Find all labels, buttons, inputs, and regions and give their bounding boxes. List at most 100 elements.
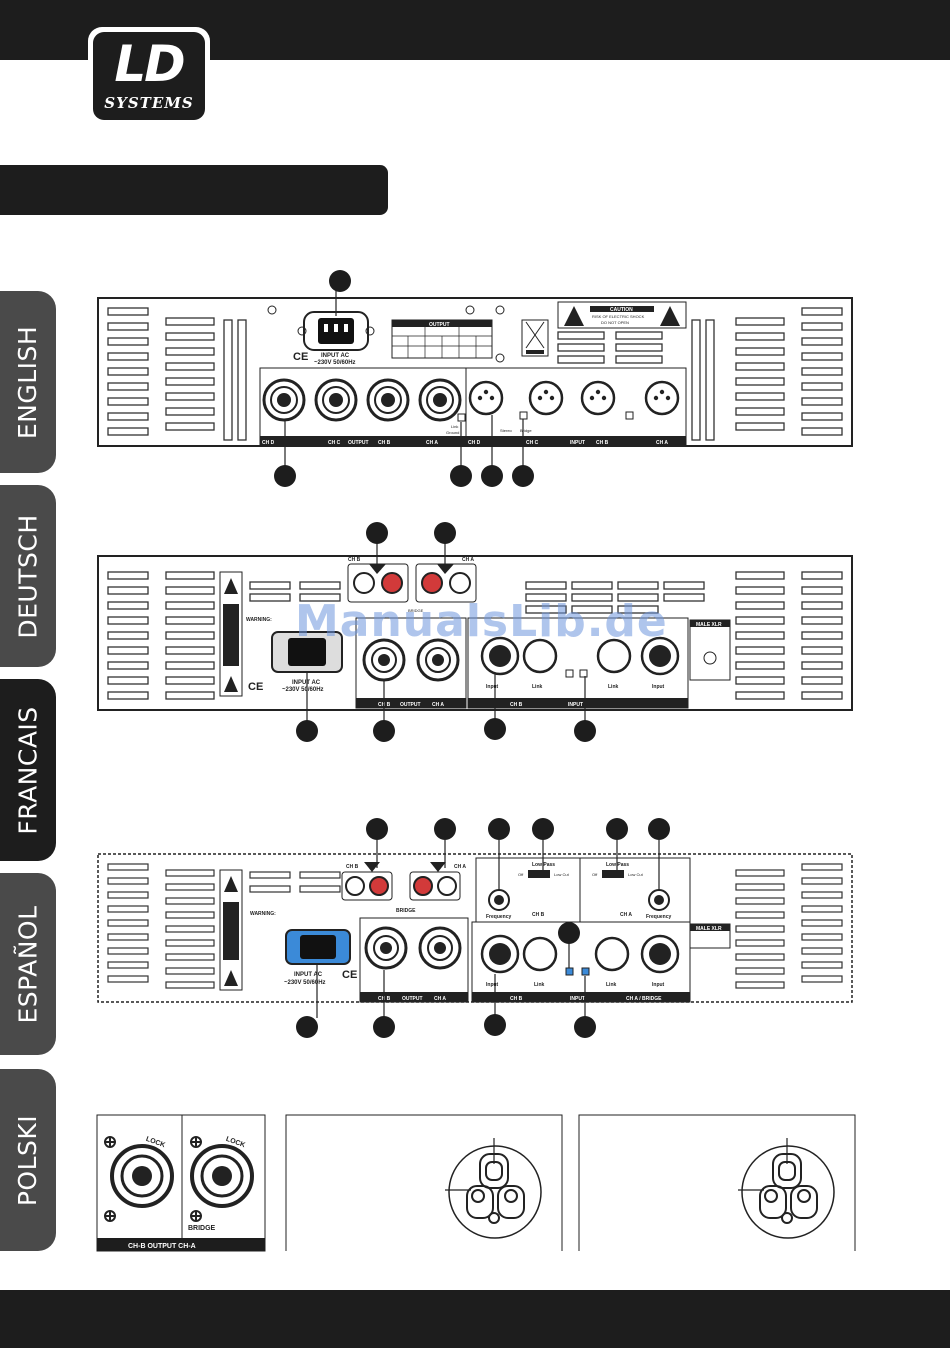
panel1-label-chd-in: CH D	[468, 440, 481, 446]
amp-rear-panel-2ch: WARNING: CH B CH A BRIDGE INPUT AC ~230V…	[97, 530, 853, 722]
callout-marker	[296, 1016, 318, 1038]
panel2-link-b: Link	[532, 684, 542, 690]
callout-marker	[574, 720, 596, 742]
panel1-switch-stereo: Stereo	[500, 428, 513, 433]
panel1-label-chb-out: CH B	[378, 440, 391, 446]
panel3-lowcut-a: Low Cut	[628, 872, 644, 877]
callout-marker	[648, 818, 670, 840]
bottom-bar	[0, 1290, 950, 1348]
callout-marker	[373, 720, 395, 742]
panel3-voltage: ~230V 50/60Hz	[284, 980, 326, 986]
detail-output-label: CH-B OUTPUT CH-A	[128, 1243, 196, 1250]
panel3-bridge: BRIDGE	[396, 908, 416, 914]
callout-marker	[366, 818, 388, 840]
panel3-input-label: INPUT AC	[294, 972, 323, 978]
panel1-label-chc-out: CH C	[328, 440, 341, 446]
callout-marker	[512, 465, 534, 487]
callout-marker	[481, 465, 503, 487]
section-heading-bar	[0, 165, 388, 215]
svg-text:WARNING:: WARNING:	[246, 617, 272, 623]
callout-marker	[606, 818, 628, 840]
panel1-label-input: INPUT	[570, 440, 585, 446]
panel3-lowpass-b: Low Pass	[532, 862, 555, 868]
panel3-off-b: Off	[518, 872, 524, 877]
panel3-chb-top: CH B	[346, 864, 359, 870]
panel1-label-chb-in: CH B	[596, 440, 609, 446]
callout-marker	[434, 522, 456, 544]
watermark: ManualsLib.de	[295, 596, 668, 647]
panel3-chb-xover: CH B	[532, 912, 545, 918]
logo-main-text: LD	[114, 35, 185, 93]
panel3-cha-out: CH A	[434, 996, 446, 1002]
panel1-label-cha-out: CH A	[426, 440, 438, 446]
tab-espanol-label: ESPAÑOL	[13, 904, 43, 1024]
xlr-combo-detail-2	[578, 1114, 856, 1251]
brand-logo: LD SYSTEMS	[88, 27, 210, 125]
callout-marker	[558, 922, 580, 944]
panel1-switch-bridge: Bridge	[520, 428, 532, 433]
callout-marker	[574, 1016, 596, 1038]
panel2-input-label: INPUT AC	[292, 680, 321, 686]
panel2-chb-in: CH B	[510, 702, 523, 708]
callout-marker	[329, 270, 351, 292]
panel1-voltage: ~230V 50/60Hz	[314, 360, 356, 366]
panel3-link-a: Link	[606, 982, 616, 988]
amp-rear-panel-crossover: WARNING: CH B CH A BRIDGE INPUT AC ~230V…	[97, 840, 853, 1018]
panel1-input-label: INPUT AC	[321, 353, 350, 359]
panel3-link-b: Link	[534, 982, 544, 988]
callout-marker	[373, 1016, 395, 1038]
callout-marker	[484, 1014, 506, 1036]
panel3-frequency-b: Frequency	[486, 914, 512, 920]
callout-marker	[532, 818, 554, 840]
panel1-caution-line2: DO NOT OPEN	[601, 320, 629, 325]
panel3-cha-bridge: CH A / BRIDGE	[626, 996, 662, 1002]
panel3-cha-top: CH A	[454, 864, 466, 870]
tab-espanol[interactable]: ESPAÑOL	[0, 873, 56, 1055]
panel1-caution-line1: RISK OF ELECTRIC SHOCK	[592, 314, 645, 319]
svg-text:CE: CE	[293, 351, 308, 363]
callout-marker	[434, 818, 456, 840]
callout-marker	[484, 718, 506, 740]
panel3-off-a: Off	[592, 872, 598, 877]
svg-text:WARNING:: WARNING:	[250, 911, 276, 917]
callout-marker	[366, 522, 388, 544]
panel2-xlr-title: MALE XLR	[696, 622, 722, 628]
panel1-switch-link: Link	[451, 424, 458, 429]
panel2-cha-top: CH A	[462, 557, 474, 563]
panel3-xlr-title: MALE XLR	[696, 926, 722, 932]
panel1-label-cha-in: CH A	[656, 440, 668, 446]
tab-deutsch[interactable]: DEUTSCH	[0, 485, 56, 667]
svg-text:CE: CE	[248, 681, 263, 693]
panel2-input-a: Input	[652, 684, 665, 690]
panel1-label-chd-out: CH D	[262, 440, 275, 446]
callout-marker	[488, 818, 510, 840]
panel2-voltage: ~230V 50/60Hz	[282, 687, 324, 693]
callout-marker	[274, 465, 296, 487]
panel1-switch-ground: Ground	[446, 430, 459, 435]
panel3-input-b: Input	[486, 982, 499, 988]
panel3-input: INPUT	[570, 996, 585, 1002]
tab-francais[interactable]: FRANCAIS	[0, 679, 56, 861]
tab-francais-label: FRANCAIS	[13, 705, 43, 835]
speakon-detail: LOCK LOCK BRIDGE CH-B OUTPUT CH-A	[96, 1114, 266, 1252]
tab-english[interactable]: ENGLISH	[0, 291, 56, 473]
panel1-label-output: OUTPUT	[348, 440, 369, 446]
panel2-input-b: Input	[486, 684, 499, 690]
tab-polski-label: POLSKI	[13, 1114, 43, 1206]
panel2-chb-top: CH B	[348, 557, 361, 563]
panel3-output: OUTPUT	[402, 996, 423, 1002]
panel1-output-title: OUTPUT	[429, 322, 450, 328]
panel1-label-chc-in: CH C	[526, 440, 539, 446]
detail-bridge: BRIDGE	[188, 1225, 216, 1232]
svg-text:CE: CE	[342, 969, 357, 981]
panel3-frequency-a: Frequency	[646, 914, 672, 920]
panel3-input-a: Input	[652, 982, 665, 988]
tab-english-label: ENGLISH	[13, 325, 43, 439]
panel3-chb-in: CH B	[510, 996, 523, 1002]
panel3-lowcut-b: Low Cut	[554, 872, 570, 877]
logo-sub-text: SYSTEMS	[104, 94, 194, 112]
tab-polski[interactable]: POLSKI	[0, 1069, 56, 1251]
amp-rear-panel-4ch: CE INPUT AC ~230V 50/60Hz OUTPUT CAUTION…	[97, 280, 853, 466]
panel2-input: INPUT	[568, 702, 583, 708]
callout-marker	[450, 465, 472, 487]
